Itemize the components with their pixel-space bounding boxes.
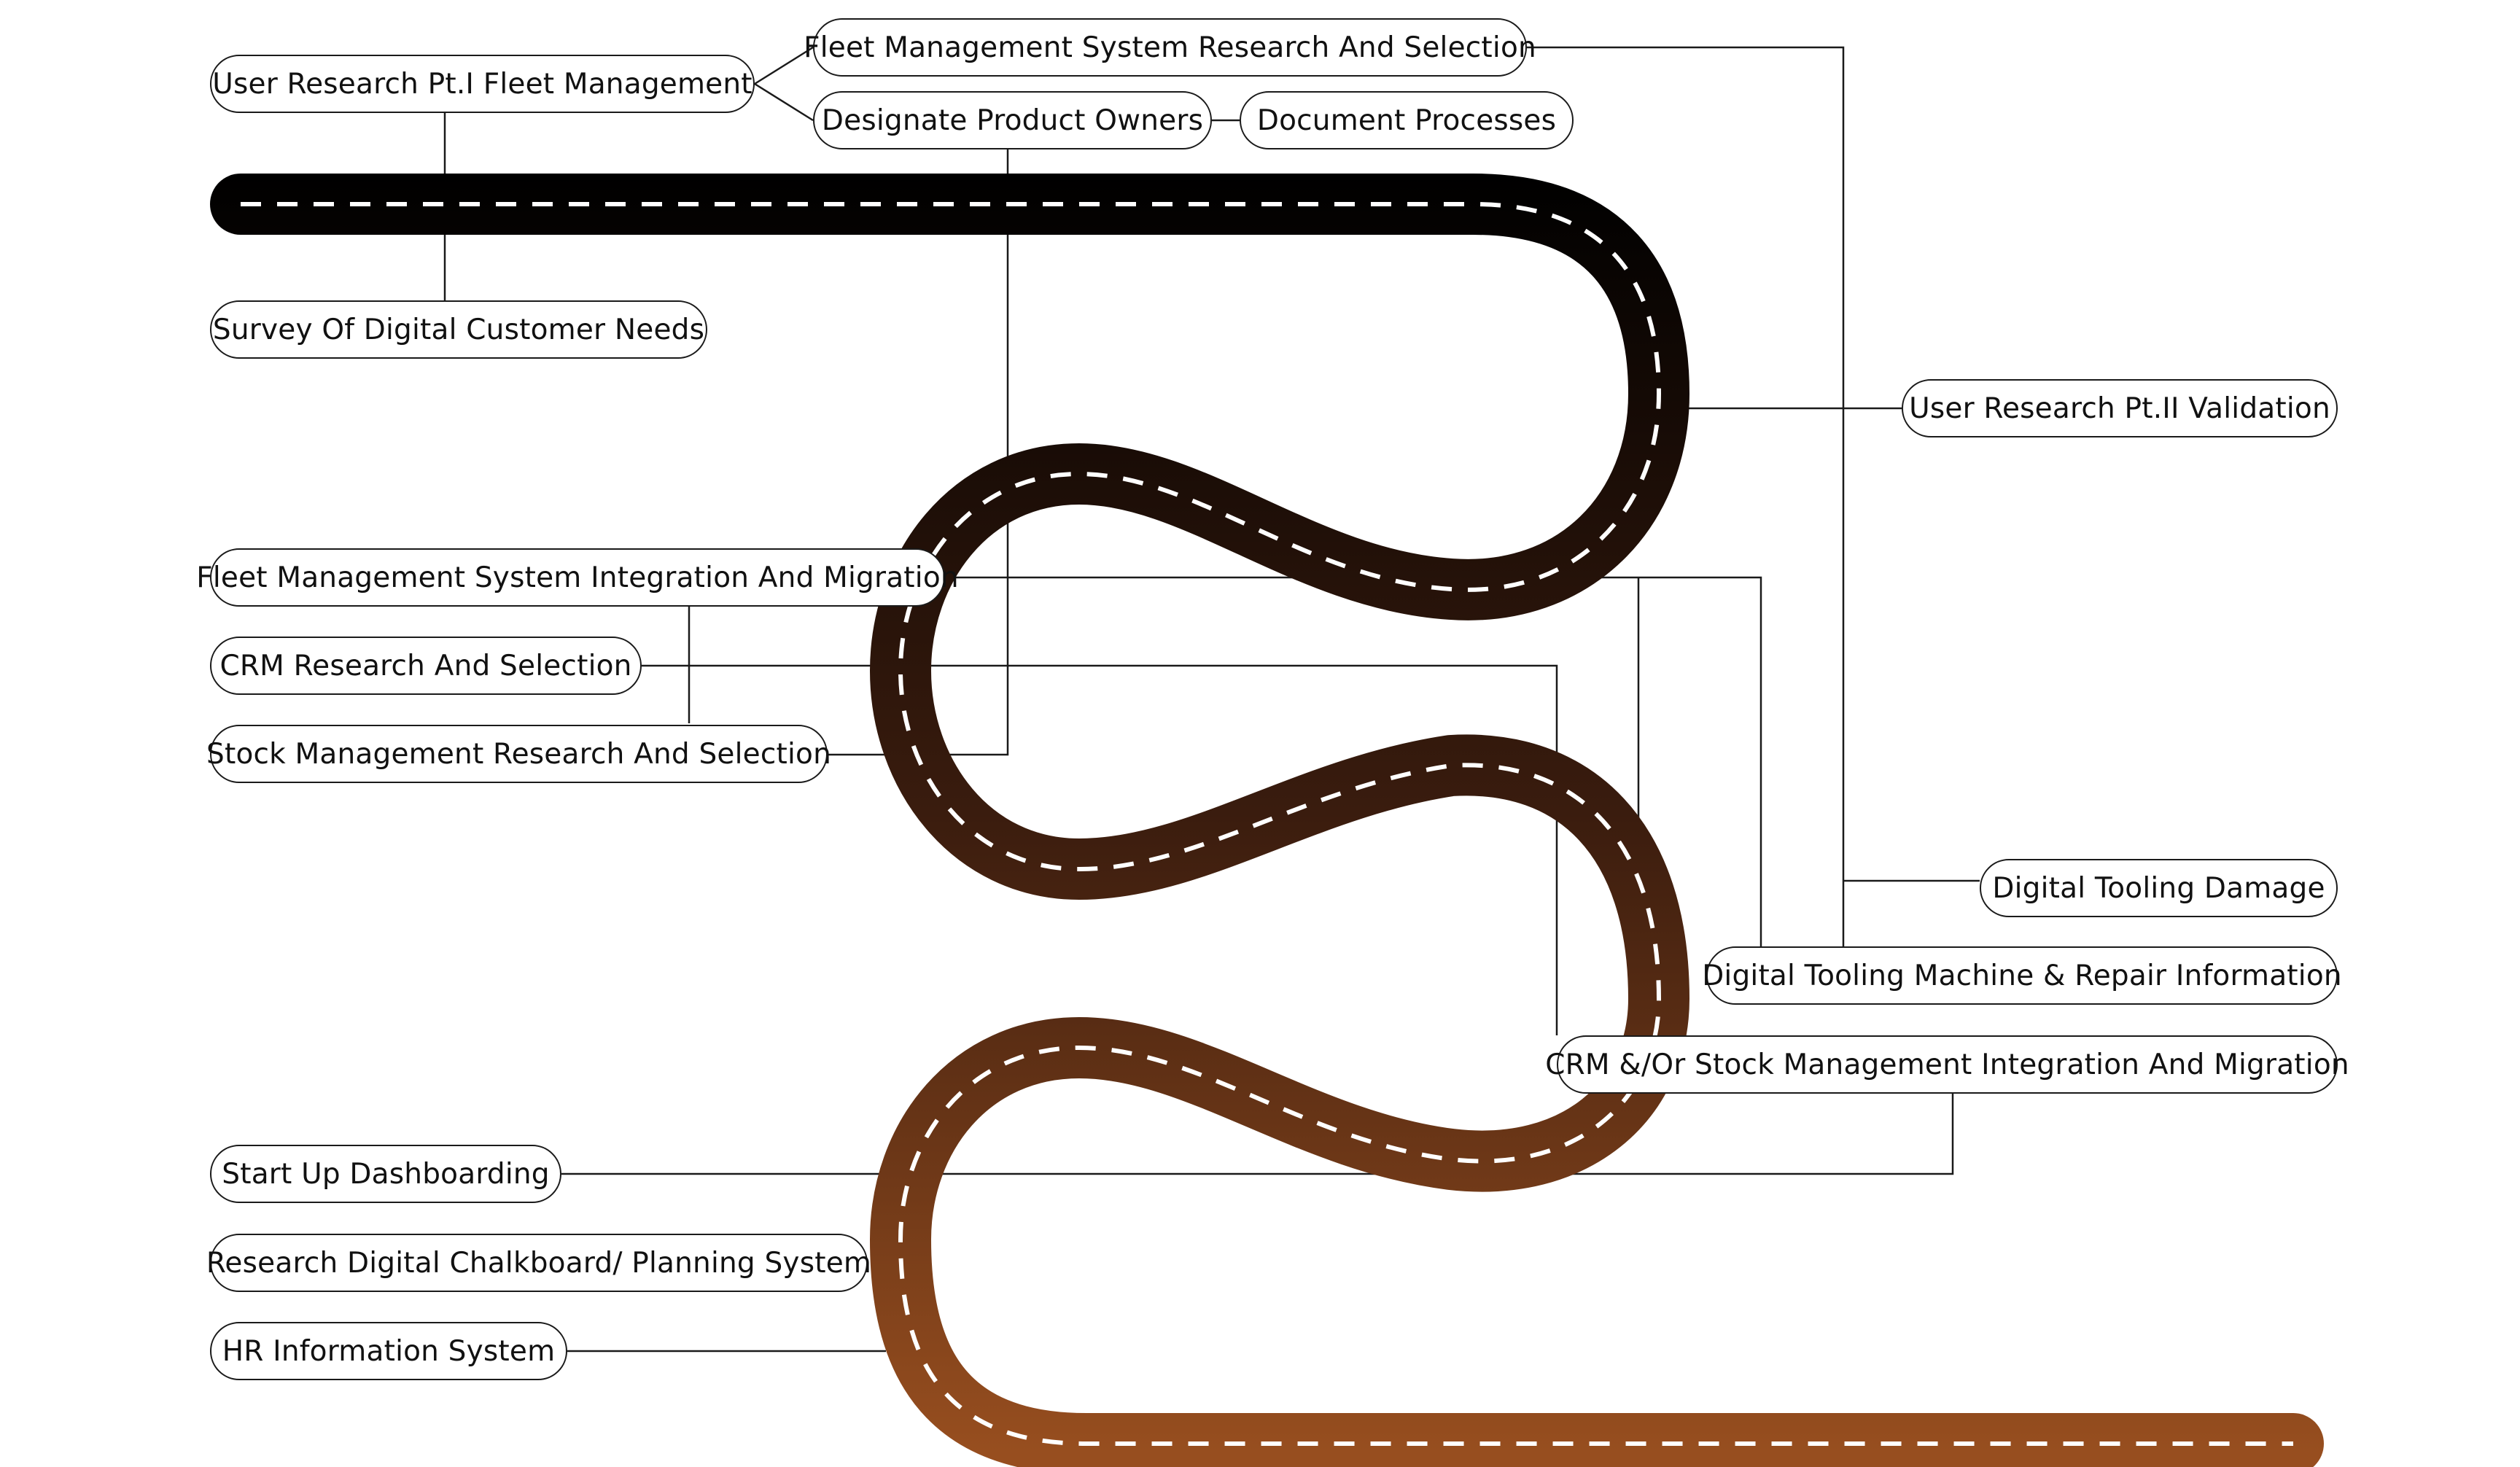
road-center-dashes [241,202,2293,1446]
milestone-hr-information-system: HR Information System [210,1322,567,1380]
road [210,174,2324,1467]
milestone-stock-management-research: Stock Management Research And Selection [206,725,831,783]
milestone-user-research-pt1-label: User Research Pt.I Fleet Management [212,67,752,101]
milestone-digital-chalkboard-planning: Research Digital Chalkboard/ Planning Sy… [206,1234,871,1292]
milestone-document-processes: Document Processes [1240,91,1574,149]
milestone-survey-digital-customer-needs: Survey Of Digital Customer Needs [210,300,707,359]
milestone-start-up-dashboarding-label: Start Up Dashboarding [222,1157,550,1191]
milestone-fms-integration-migration-label: Fleet Management System Integration And … [196,561,959,594]
connector-fms-research-to-tooling [1527,46,1845,946]
connector-ur1-to-fms-research [754,46,814,85]
connector-ur1-to-designate-owners [754,82,814,122]
milestone-document-processes-label: Document Processes [1256,104,1557,137]
milestone-crm-research-selection: CRM Research And Selection [210,637,642,695]
connector-lines [443,46,1980,1353]
connector-crm-research-to-crm-stock [642,664,1558,1035]
milestone-digital-tooling-machine-repair: Digital Tooling Machine & Repair Informa… [1702,946,2342,1005]
milestone-digital-tooling-damage: Digital Tooling Damage [1980,859,2338,917]
milestone-fms-integration-migration: Fleet Management System Integration And … [196,548,959,607]
milestone-digital-tooling-damage-label: Digital Tooling Damage [1992,871,2325,905]
milestone-start-up-dashboarding: Start Up Dashboarding [210,1145,561,1203]
milestone-digital-chalkboard-planning-label: Research Digital Chalkboard/ Planning Sy… [206,1246,872,1280]
milestone-crm-stock-integration-migration-label: CRM &/Or Stock Management Integration An… [1545,1048,2349,1081]
milestone-digital-tooling-machine-repair-label: Digital Tooling Machine & Repair Informa… [1702,959,2342,992]
milestone-fms-research-selection-label: Fleet Management System Research And Sel… [804,31,1536,64]
milestone-stock-management-research-label: Stock Management Research And Selection [206,737,832,771]
milestone-user-research-pt2: User Research Pt.II Validation [1902,379,2338,437]
milestone-crm-research-selection-label: CRM Research And Selection [219,649,632,682]
connector-crm-stock-to-dashboarding [561,1094,1954,1175]
milestone-hr-information-system-label: HR Information System [222,1334,556,1368]
connector-fms-integration-to-tooling-info [945,576,1762,946]
milestone-designate-product-owners-label: Designate Product Owners [821,104,1204,137]
milestone-crm-stock-integration-migration: CRM &/Or Stock Management Integration An… [1545,1035,2349,1094]
milestone-designate-product-owners: Designate Product Owners [813,91,1212,149]
milestone-fms-research-selection: Fleet Management System Research And Sel… [804,18,1536,77]
milestone-user-research-pt2-label: User Research Pt.II Validation [1909,392,2330,425]
milestone-user-research-pt1: User Research Pt.I Fleet Management [210,55,755,113]
milestone-survey-digital-customer-needs-label: Survey Of Digital Customer Needs [212,313,705,346]
